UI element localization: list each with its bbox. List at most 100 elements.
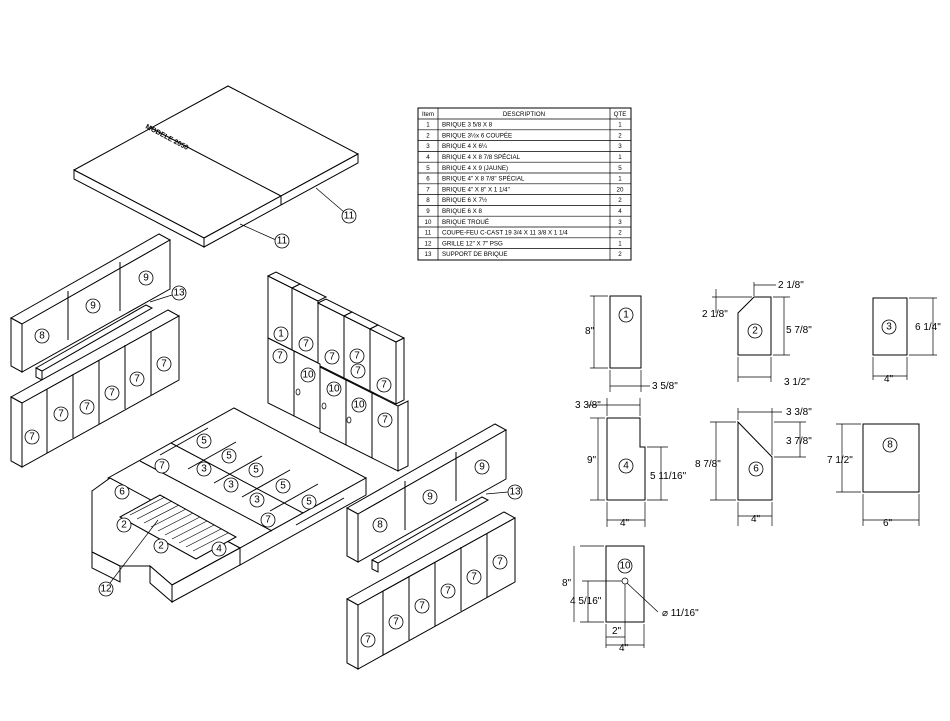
left-wall-lower: 7 7 7 7 7 7: [9, 309, 181, 468]
table-cell-qty: 20: [617, 186, 624, 193]
callout-7-rl-b: 7: [393, 617, 399, 628]
grille: [118, 494, 238, 560]
detail-4-num: 4: [623, 461, 629, 472]
table-cell-description: BRIQUE 3½x 6 COUPÉE: [442, 132, 512, 139]
callout-7-bw-b: 7: [329, 352, 335, 363]
table-cell-qty: 2: [618, 230, 622, 237]
callout-7-ll-c: 7: [84, 402, 90, 413]
callout-7-bw-f: 7: [382, 415, 388, 426]
table-cell-item: 1: [426, 122, 430, 129]
brick-support-right: 13: [370, 484, 523, 573]
callout-9-left-a-label: 9: [90, 301, 96, 312]
table-cell-qty: 5: [618, 165, 622, 172]
table-cell-qty: 1: [618, 240, 622, 247]
detail-10-hole-height: 4 5/16": [570, 596, 602, 607]
table-cell-item: 10: [425, 219, 432, 226]
callout-7-rl-d: 7: [445, 586, 451, 597]
detail-6-notch: 3 7/8": [786, 436, 812, 447]
table-cell-qty: 2: [618, 197, 622, 204]
detail-brick-4: 4 3 3/8" 9" 5 11/16" 4": [575, 398, 687, 529]
callout-5-b: 5: [226, 451, 232, 462]
callout-10-a: 10: [302, 370, 314, 381]
table-cell-description: BRIQUE 6 X 8: [442, 208, 482, 215]
table-cell-qty: 1: [618, 122, 622, 129]
callout-7-ll-a: 7: [29, 432, 35, 443]
callout-5-c: 5: [253, 465, 259, 476]
table-cell-qty: 1: [618, 176, 622, 183]
table-cell-item: 2: [426, 132, 430, 139]
detail-1-num: 1: [623, 310, 629, 321]
detail-10-height: 8": [562, 578, 572, 589]
callout-7-bw-g: 7: [354, 351, 360, 362]
table-cell-description: COUPE-FEU C-CAST 19 3/4 X 11 3/8 X 1 1/4: [442, 230, 568, 237]
callout-7-bw-e: 7: [277, 351, 283, 362]
table-cell-item: 3: [426, 143, 430, 150]
callout-3-b: 3: [228, 480, 234, 491]
callout-10-c: 10: [353, 400, 365, 411]
detail-brick-6: 6 3 3/8" 3 7/8" 8 7/8" 4": [695, 407, 812, 526]
detail-3-num: 3: [886, 322, 892, 333]
callout-9-left-b-label: 9: [143, 273, 149, 284]
detail-4-inner: 5 11/16": [650, 471, 687, 482]
callout-13-left-label: 13: [173, 288, 185, 299]
detail-10-width: 4": [619, 643, 629, 654]
detail-4-width: 4": [620, 518, 630, 529]
table-cell-description: BRIQUE 4 X 8 7/8 SPÉCIAL: [442, 154, 521, 161]
detail-6-top: 3 3/8": [786, 407, 812, 418]
callout-7-rl-c: 7: [419, 601, 425, 612]
detail-10-num: 10: [619, 561, 631, 572]
table-cell-item: 11: [425, 230, 432, 237]
detail-2-cut-side: 2 1/8": [702, 309, 728, 320]
table-cell-item: 7: [426, 186, 430, 193]
callout-3-c: 3: [254, 495, 260, 506]
callout-8-right: 8: [377, 520, 383, 531]
detail-brick-1: 1 8" 3 5/8": [585, 295, 678, 392]
fire-slab-assembly: MODELE 2050 11 11: [72, 85, 360, 249]
table-cell-qty: 3: [618, 219, 622, 226]
callout-1: 1: [278, 329, 284, 340]
left-wall-upper: 8 9 9: [9, 233, 172, 373]
detail-2-width: 3 1/2": [784, 377, 810, 388]
callout-10-b: 10: [328, 384, 340, 395]
table-cell-description: SUPPORT DE BRIQUE: [442, 251, 507, 258]
table-cell-description: BRIQUE 3 5/8 X 8: [442, 122, 493, 129]
brick-support-left: 13: [34, 285, 187, 381]
detail-10-hole-dia: ⌀ 11/16": [662, 608, 699, 619]
detail-brick-3: 3 6 1/4" 4": [872, 297, 941, 385]
table-cell-description: GRILLE 12" X 7" PSG: [442, 240, 503, 247]
callout-5-e: 5: [306, 497, 312, 508]
callout-7-fl-a: 7: [159, 461, 165, 472]
detail-brick-10: 10 8" 4 5/16" 2" 4" ⌀ 11/16": [562, 545, 699, 654]
detail-6-num: 6: [753, 464, 759, 475]
callout-5-a: 5: [201, 436, 207, 447]
detail-brick-2: 2 2 1/8" 2 1/8" 5 7/8" 3 1/2": [702, 280, 812, 388]
right-wall-lower: 7 7 7 7 7 7: [345, 511, 517, 670]
callout-12: 12: [100, 584, 112, 595]
table-cell-qty: 3: [618, 143, 622, 150]
table-cell-item: 13: [425, 251, 432, 258]
detail-6-width: 4": [751, 514, 761, 525]
detail-1-width: 3 5/8": [652, 381, 678, 392]
table-cell-item: 9: [426, 208, 430, 215]
right-wall-upper: 8 9 9: [345, 423, 508, 563]
detail-2-height: 5 7/8": [786, 325, 812, 336]
table-cell-qty: 4: [618, 208, 622, 215]
callout-9-right-b: 9: [479, 462, 485, 473]
callout-11-b-label: 11: [344, 211, 355, 222]
callout-7-ll-f: 7: [161, 359, 167, 370]
callout-13-right: 13: [509, 487, 521, 498]
detail-8-num: 8: [887, 440, 893, 451]
detail-2-num: 2: [752, 326, 758, 337]
callout-7-ll-b: 7: [58, 409, 64, 420]
table-cell-qty: 2: [618, 251, 622, 258]
callout-7-bw-a: 7: [303, 339, 309, 350]
callout-11-a: [274, 233, 290, 249]
callout-7-bw-c: 7: [355, 366, 361, 377]
table-cell-item: 6: [426, 176, 430, 183]
detail-8-width: 6": [883, 518, 893, 529]
table-cell-item: 4: [426, 154, 430, 161]
callout-7-bw-d: 7: [381, 380, 387, 391]
callout-6: 6: [119, 487, 125, 498]
grille-slots: [129, 496, 229, 552]
